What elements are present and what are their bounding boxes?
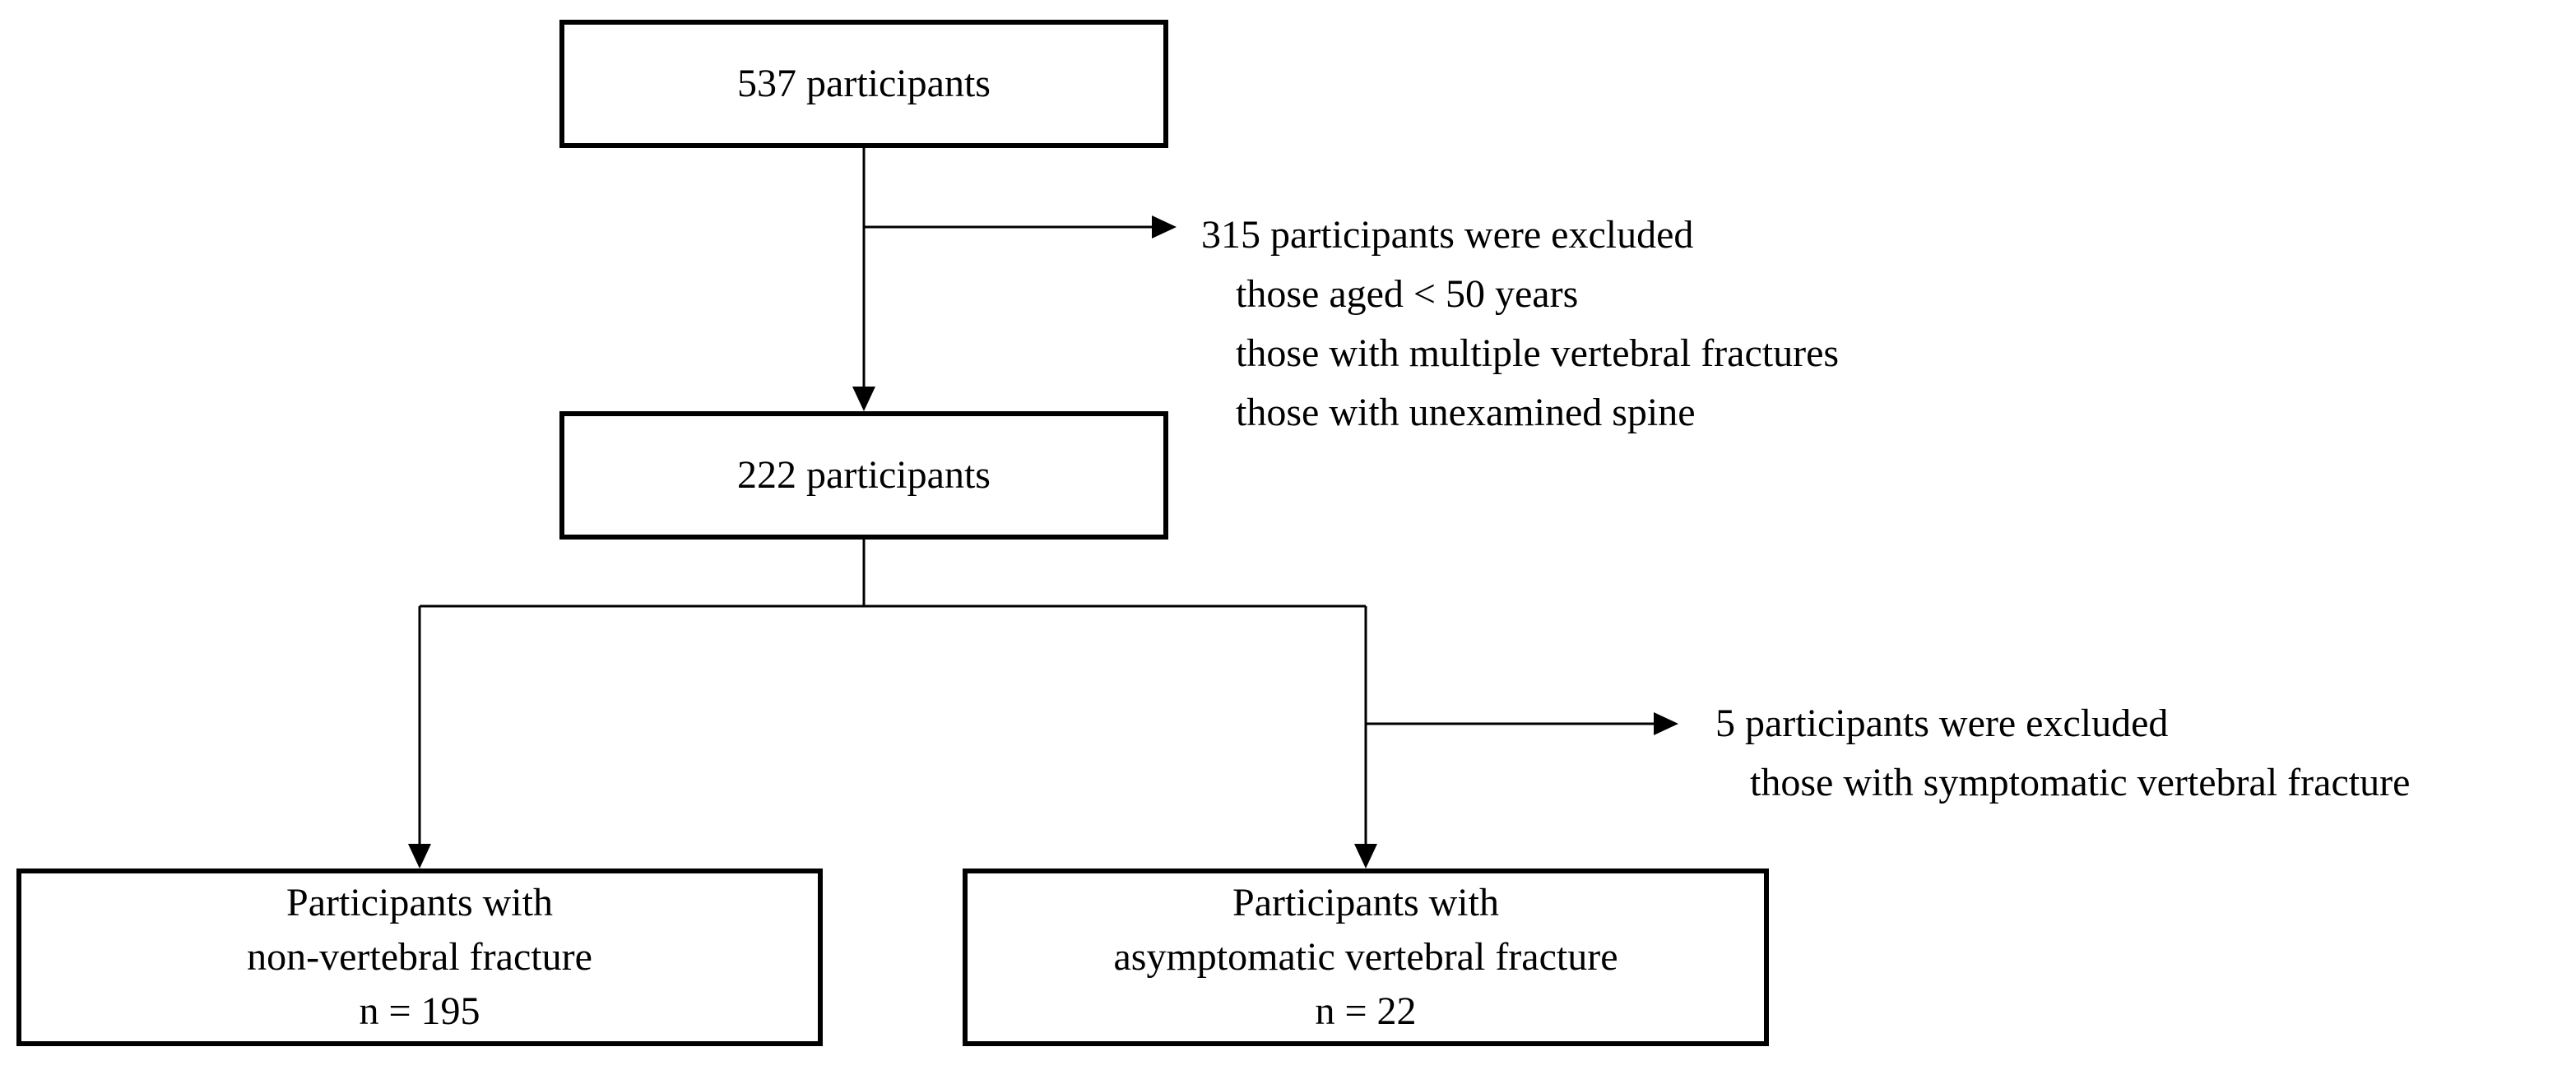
exclusion-reason: those with unexamined spine — [1236, 391, 1696, 434]
arrow-to-asymptomatic — [1354, 606, 1377, 869]
exclusion-heading: 5 participants were excluded — [1715, 702, 2169, 745]
exclusion-reason: those with multiple vertebral fractures — [1236, 331, 1840, 375]
exclusion-note-315: 315 participants were excluded those age… — [1201, 206, 1839, 442]
arrow-537-to-222 — [852, 148, 875, 411]
box-label: 537 participants — [737, 62, 991, 105]
box-label: 222 participants — [737, 453, 991, 497]
box-label-line: Participants with — [1232, 881, 1499, 924]
exclusion-reason: those with symptomatic vertebral fractur… — [1750, 761, 2411, 804]
split-connector — [420, 540, 1366, 608]
box-asymptomatic-vertebral-fracture: Participants with asymptomatic vertebral… — [963, 869, 1769, 1046]
box-label-line: non-vertebral fracture — [247, 935, 592, 979]
box-label-line: n = 195 — [359, 989, 480, 1033]
box-label-line: Participants with — [286, 881, 553, 924]
box-nonvertebral-fracture: Participants with non-vertebral fracture… — [16, 869, 823, 1046]
box-label-line: n = 22 — [1315, 989, 1417, 1033]
box-537-participants: 537 participants — [559, 20, 1168, 148]
exclusion-heading: 315 participants were excluded — [1201, 213, 1694, 257]
exclusion-reason: those aged < 50 years — [1236, 272, 1579, 316]
box-222-participants: 222 participants — [559, 411, 1168, 540]
arrow-to-nonvertebral — [408, 606, 431, 869]
exclusion-note-5: 5 participants were excluded those with … — [1715, 694, 2410, 813]
arrow-to-excluded-5 — [1366, 712, 1678, 735]
arrow-to-excluded-315 — [864, 215, 1177, 239]
box-label-line: asymptomatic vertebral fracture — [1113, 935, 1618, 979]
